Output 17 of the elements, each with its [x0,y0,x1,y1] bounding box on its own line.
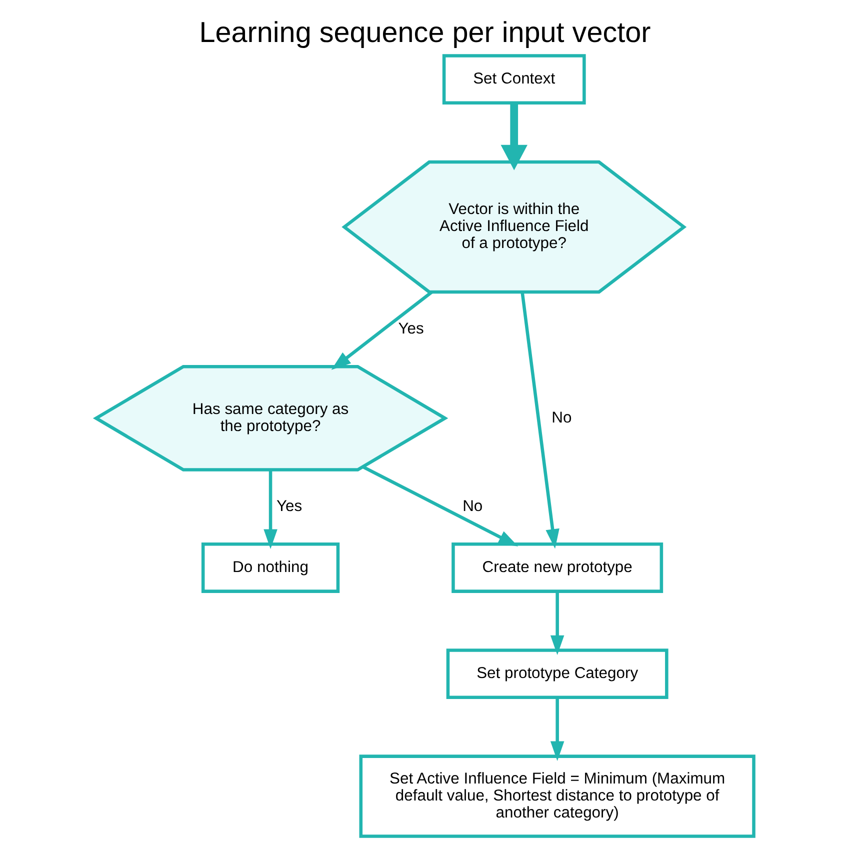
edge-label: Yes [398,320,424,338]
node-box: Do nothing [201,542,340,593]
arrow [362,465,518,546]
edge-label: No [552,409,572,426]
node-box: Set Context [442,54,586,104]
arrow [500,103,528,170]
edge-label: Yes [276,498,302,515]
arrow [264,470,278,549]
arrow [550,698,564,761]
edge-label: No [462,498,483,515]
arrow [520,292,560,549]
arrow [550,592,564,656]
node-box: Set Active Influence Field = Minimum (Maximum default value, Shortest distance to prototype of another category) [359,754,756,838]
node-box: Create new prototype [452,542,664,593]
arrow [331,290,433,370]
node-box: Set prototype Category [446,648,668,700]
diagram-title: Learning sequence per input vector [199,17,651,50]
